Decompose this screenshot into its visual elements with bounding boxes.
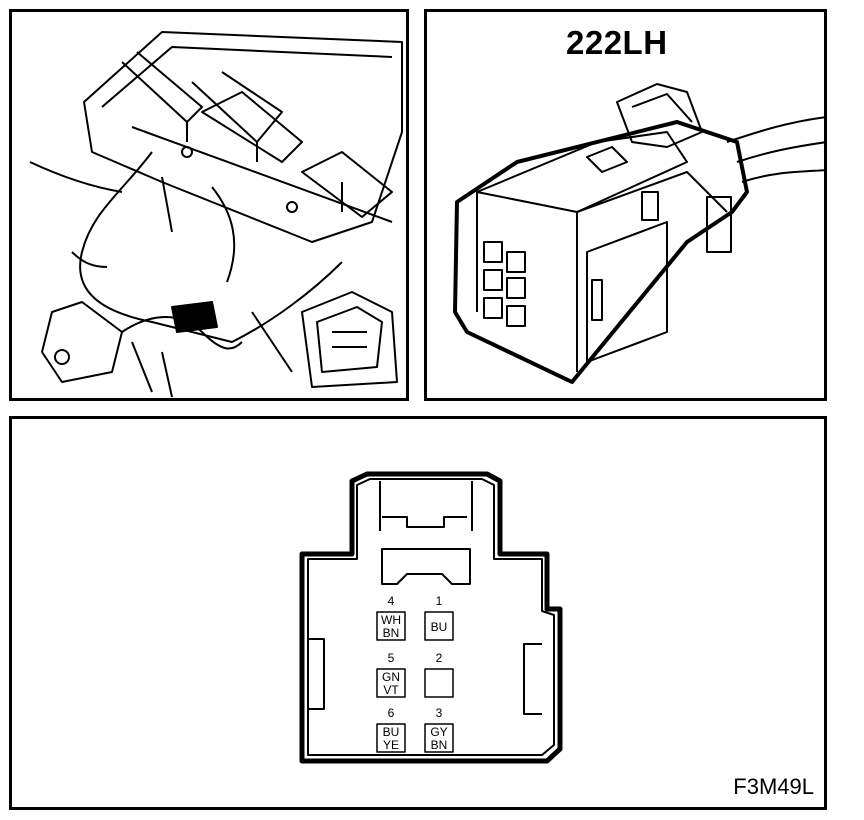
pin-6-wire-color-top: BU (383, 725, 400, 739)
connector-3d-illustration-panel (424, 9, 827, 401)
pin-cavity-6 (376, 723, 406, 753)
pin-4-wire-color-top: WH (381, 613, 401, 627)
connector-face-view-panel: 4 1 5 2 6 3 WH BN BU GN VT BU YE GY BN (9, 416, 827, 810)
pin-number-6: 6 (388, 706, 395, 720)
pin-5-wire-color-bottom: VT (383, 683, 399, 697)
pin-4-wire-color-bottom: BN (383, 626, 400, 640)
pin-number-4: 4 (388, 594, 395, 608)
connector-id-label: 222LH (566, 24, 668, 61)
pin-cavity-2 (424, 668, 454, 698)
pin-number-2: 2 (436, 651, 443, 665)
pin-5-wire-color-top: GN (382, 670, 400, 684)
engine-bay-illustration-panel (9, 9, 409, 401)
pin-number-3: 3 (436, 706, 443, 720)
pin-cavity-1 (424, 611, 454, 641)
pin-3-wire-color-bottom: BN (431, 738, 448, 752)
pin-cavity-5 (376, 668, 406, 698)
pin-number-1: 1 (436, 594, 443, 608)
pin-cavity-3 (424, 723, 454, 753)
pin-number-5: 5 (388, 651, 395, 665)
pin-cavity-4 (376, 611, 406, 641)
pin-6-wire-color-bottom: YE (383, 738, 399, 752)
figure-code-label: F3M49L (733, 774, 814, 799)
connector-face-drawing: 4 1 5 2 6 3 WH BN BU GN VT BU YE GY BN (299, 471, 563, 764)
connector-3d-drawing (453, 83, 824, 384)
engine-bay-drawing (29, 31, 403, 398)
pin-3-wire-color-top: GY (430, 725, 447, 739)
pin-1-wire-color-top: BU (431, 620, 448, 634)
